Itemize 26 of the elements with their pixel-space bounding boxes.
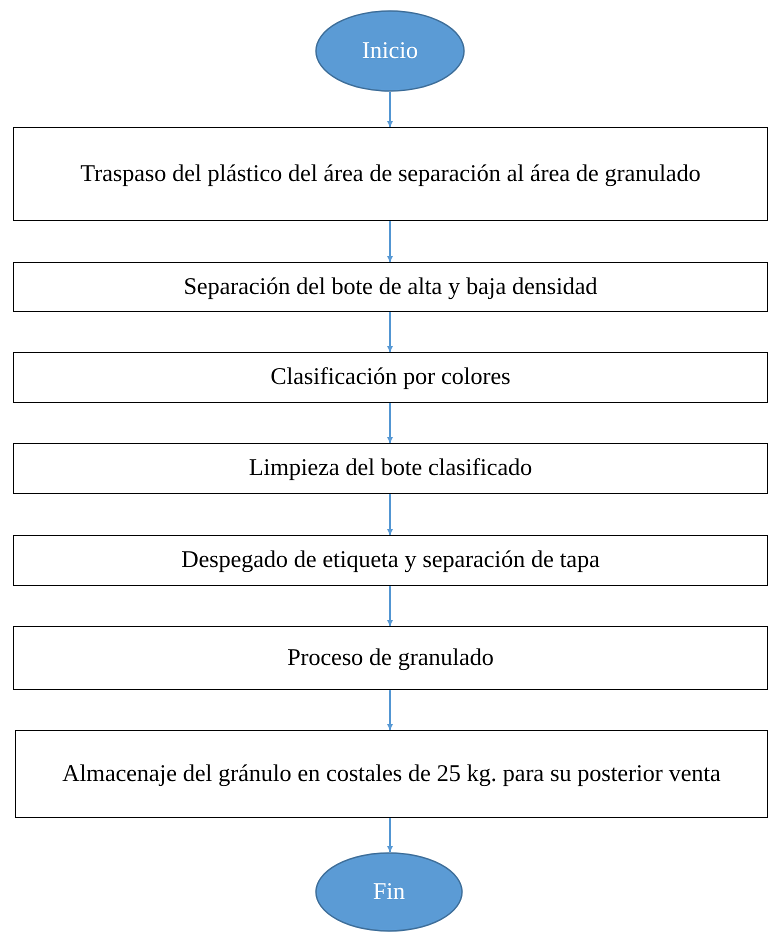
node-label: Almacenaje del gránulo en costales de 25 kg. para su posterior venta (62, 760, 721, 789)
arrow (387, 690, 393, 730)
process-box (13, 443, 768, 494)
node-label: Inicio (362, 36, 418, 66)
process-box (13, 535, 768, 586)
node-label: Traspaso del plástico del área de separación al área de granulado (80, 160, 701, 189)
node-label: Clasificación por colores (270, 363, 510, 392)
arrow (387, 92, 393, 127)
arrow (387, 586, 393, 626)
process-box (13, 127, 768, 221)
node-label: Despegado de etiqueta y separación de tapa (181, 546, 600, 576)
process-box (15, 730, 768, 818)
terminal-ellipse (315, 10, 465, 92)
arrow (387, 494, 393, 535)
arrow (387, 403, 393, 443)
arrow (387, 312, 393, 352)
node-label: Fin (372, 878, 405, 907)
arrow (387, 818, 393, 852)
arrow (387, 221, 393, 262)
node-label: Limpieza del bote clasificado (248, 454, 532, 484)
node-label: Proceso de granulado (287, 644, 494, 673)
terminal-ellipse (315, 852, 463, 932)
process-box (13, 626, 768, 690)
process-box (13, 352, 768, 403)
process-box (13, 262, 768, 312)
node-label: Separación del bote de alta y baja densidad (184, 272, 598, 302)
